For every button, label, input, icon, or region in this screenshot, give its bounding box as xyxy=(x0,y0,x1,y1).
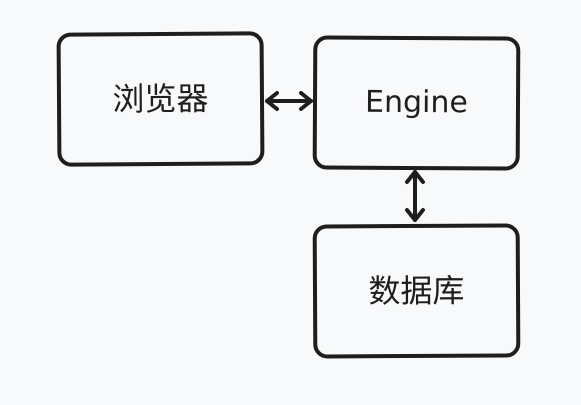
database-label: 数据库 xyxy=(368,271,465,311)
database-node: 数据库 xyxy=(312,223,521,359)
browser-end-arrowhead xyxy=(265,91,279,111)
engine-database-arrow xyxy=(405,170,425,222)
browser-engine-arrow xyxy=(265,91,313,111)
engine-end-arrowhead xyxy=(299,91,313,111)
engine-end-arrowhead-vertical xyxy=(405,170,425,184)
engine-node: Engine xyxy=(312,35,521,171)
browser-node: 浏览器 xyxy=(56,31,265,167)
database-end-arrowhead xyxy=(405,208,425,222)
engine-label: Engine xyxy=(364,84,468,121)
browser-label: 浏览器 xyxy=(112,79,209,119)
